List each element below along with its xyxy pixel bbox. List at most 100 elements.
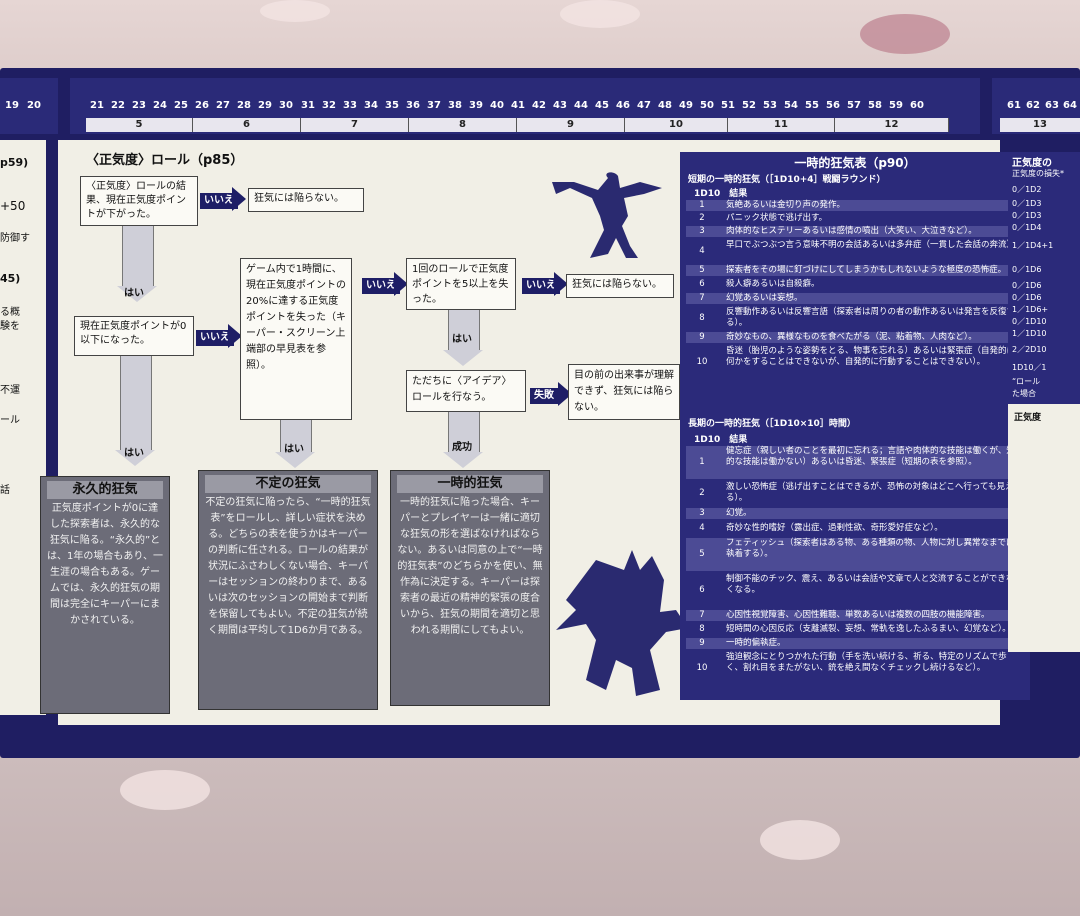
ruler-number: 52 bbox=[742, 100, 756, 111]
temporary-madness-text: 一時的狂気に陥った場合、キーパーとプレイヤーは一緒に適切な狂気の形を選ばなければ… bbox=[397, 497, 543, 636]
arrow-right-icon bbox=[228, 324, 242, 348]
question-box: ゲーム内で1時間に、現在正気度ポイントの20%に達する正気度ポイントを失った（キ… bbox=[240, 258, 352, 420]
ruler-band: 5 bbox=[86, 118, 193, 132]
ruler-band: 6 bbox=[193, 118, 301, 132]
table-row: 3 肉体的なヒステリーあるいは感情の噴出（大笑い、大泣きなど）。 bbox=[686, 226, 1024, 237]
side-row: 0／1D3 bbox=[1012, 211, 1042, 220]
row-number: 10 bbox=[696, 357, 708, 367]
fabric-pattern bbox=[760, 820, 840, 860]
side-lower-page bbox=[1008, 404, 1080, 652]
ruler-number: 27 bbox=[216, 100, 230, 111]
no-label: いいえ bbox=[362, 278, 400, 294]
ruler-number: 59 bbox=[889, 100, 903, 111]
arrow-shaft bbox=[122, 226, 154, 286]
side-row: 0／1D6 bbox=[1012, 293, 1042, 302]
arrow-down-icon bbox=[117, 286, 157, 302]
side-title-2: 正気度 bbox=[1014, 413, 1042, 423]
fabric-pattern bbox=[860, 14, 950, 54]
no-label: いいえ bbox=[522, 278, 560, 294]
row-number: 4 bbox=[699, 523, 705, 533]
ruler-number: 46 bbox=[616, 100, 630, 111]
ruler-number: 38 bbox=[448, 100, 462, 111]
row-number: 5 bbox=[699, 549, 705, 559]
row-text: 一時的偏執症。 bbox=[726, 638, 786, 648]
ruler-number: 44 bbox=[574, 100, 588, 111]
left-edge-text: る概 bbox=[0, 307, 20, 318]
arrow-shaft bbox=[280, 420, 312, 452]
row-number: 5 bbox=[699, 265, 705, 275]
permanent-madness-box: 永久的狂気 正気度ポイントが0に達した探索者は、永久的な狂気に陥る。“永久的”と… bbox=[40, 476, 170, 714]
no-madness-box: 狂気には陥らない。 bbox=[566, 274, 674, 298]
ruler-number: 34 bbox=[364, 100, 378, 111]
ruler-number: 39 bbox=[469, 100, 483, 111]
row-text: 肉体的なヒステリーあるいは感情の噴出（大笑い、大泣きなど）。 bbox=[726, 226, 977, 236]
side-row: 0／1D3 bbox=[1012, 199, 1042, 208]
ruler-number: 57 bbox=[847, 100, 861, 111]
ruler-number: 43 bbox=[553, 100, 567, 111]
ruler-number: 28 bbox=[237, 100, 251, 111]
short-term-heading: 短期の一時的狂気（［1D10+4］戦闘ラウンド） bbox=[688, 175, 886, 185]
ruler-number: 51 bbox=[721, 100, 735, 111]
row-number: 1 bbox=[699, 457, 705, 467]
row-text: 探索者をその場に釘づけにしてしまうかもしれないような極度の恐怖症。 bbox=[726, 265, 1007, 275]
side-row: 1／1D6+ bbox=[1012, 305, 1049, 314]
ruler-number: 31 bbox=[301, 100, 315, 111]
success-label: 成功 bbox=[452, 442, 472, 453]
side-row: 0／1D6 bbox=[1012, 265, 1042, 274]
flowchart-title: 〈正気度〉ロール（p85） bbox=[86, 153, 244, 168]
row-text: 激しい恐怖症（逃げ出すことはできるが、恐怖の対象はどこへ行っても見える）。 bbox=[726, 482, 1014, 503]
left-edge-text: 防御す bbox=[0, 233, 30, 244]
row-number: 6 bbox=[699, 279, 705, 289]
row-text: 制御不能のチック、震え、あるいは会話や文章で人と交流することができなくなる。 bbox=[726, 574, 1015, 595]
fabric-pattern bbox=[260, 0, 330, 22]
row-number: 3 bbox=[699, 508, 705, 518]
ruler-band: 11 bbox=[728, 118, 835, 132]
ruler-number: 41 bbox=[511, 100, 525, 111]
yes-label: はい bbox=[284, 444, 304, 455]
row-number: 8 bbox=[699, 624, 705, 634]
row-number: 1 bbox=[699, 200, 705, 210]
column-header: 1D10 結果 bbox=[694, 189, 748, 199]
fail-label: 失敗 bbox=[530, 388, 558, 404]
ruler-number: 25 bbox=[174, 100, 188, 111]
fail-result-box: 目の前の出来事が理解できず、狂気には陥らない。 bbox=[568, 364, 680, 420]
question-box: 1回のロールで正気度ポイントを5以上を失った。 bbox=[406, 258, 516, 310]
ruler-number: 19 bbox=[5, 100, 19, 111]
fabric-pattern bbox=[120, 770, 210, 810]
row-text: 幻覚。 bbox=[726, 508, 752, 518]
arrow-right-icon bbox=[554, 272, 568, 296]
yes-label: はい bbox=[124, 448, 144, 459]
row-number: 3 bbox=[699, 226, 705, 236]
indefinite-madness-text: 不定の狂気に陥ったら、“一時的狂気表”をロールし、詳しい症状を決める。どちらの表… bbox=[205, 497, 371, 636]
ruler-number: 63 bbox=[1045, 100, 1059, 111]
row-text: 昏迷（胎児のような姿勢をとる、物事を忘れる）あるいは緊張症（自発的に何かをするこ… bbox=[726, 346, 1016, 367]
question-box: 現在正気度ポイントが0以下になった。 bbox=[74, 316, 194, 356]
left-edge-text: 験を bbox=[0, 321, 20, 332]
ruler-number: 20 bbox=[27, 100, 41, 111]
ruler-band: 8 bbox=[409, 118, 517, 132]
arrow-right-icon bbox=[394, 272, 408, 296]
ruler-number: 36 bbox=[406, 100, 420, 111]
table-row: 3 幻覚。 bbox=[686, 508, 1024, 519]
yes-label: はい bbox=[124, 288, 144, 299]
ruler-segment bbox=[0, 78, 58, 134]
ruler-number: 24 bbox=[153, 100, 167, 111]
row-number: 9 bbox=[699, 638, 705, 648]
ruler-number: 48 bbox=[658, 100, 672, 111]
ruler-number: 49 bbox=[679, 100, 693, 111]
row-number: 7 bbox=[699, 610, 705, 620]
row-text: 短時間の心因反応（支離滅裂、妄想、常軌を逸したふるまい、幻覚など）。 bbox=[726, 624, 1011, 634]
row-text: 幻覚あるいは妄想。 bbox=[726, 293, 803, 303]
monster-illustration-icon bbox=[552, 172, 662, 258]
ruler-number: 55 bbox=[805, 100, 819, 111]
side-row: 0／1D6 bbox=[1012, 281, 1042, 290]
ruler-number: 26 bbox=[195, 100, 209, 111]
permanent-madness-text: 正気度ポイントが0に達した探索者は、永久的な狂気に陥る。“永久的”とは、1年の場… bbox=[47, 503, 163, 626]
temporary-madness-box: 一時的狂気 一時的狂気に陥った場合、キーパーとプレイヤーは一緒に適切な狂気の形を… bbox=[390, 470, 550, 706]
